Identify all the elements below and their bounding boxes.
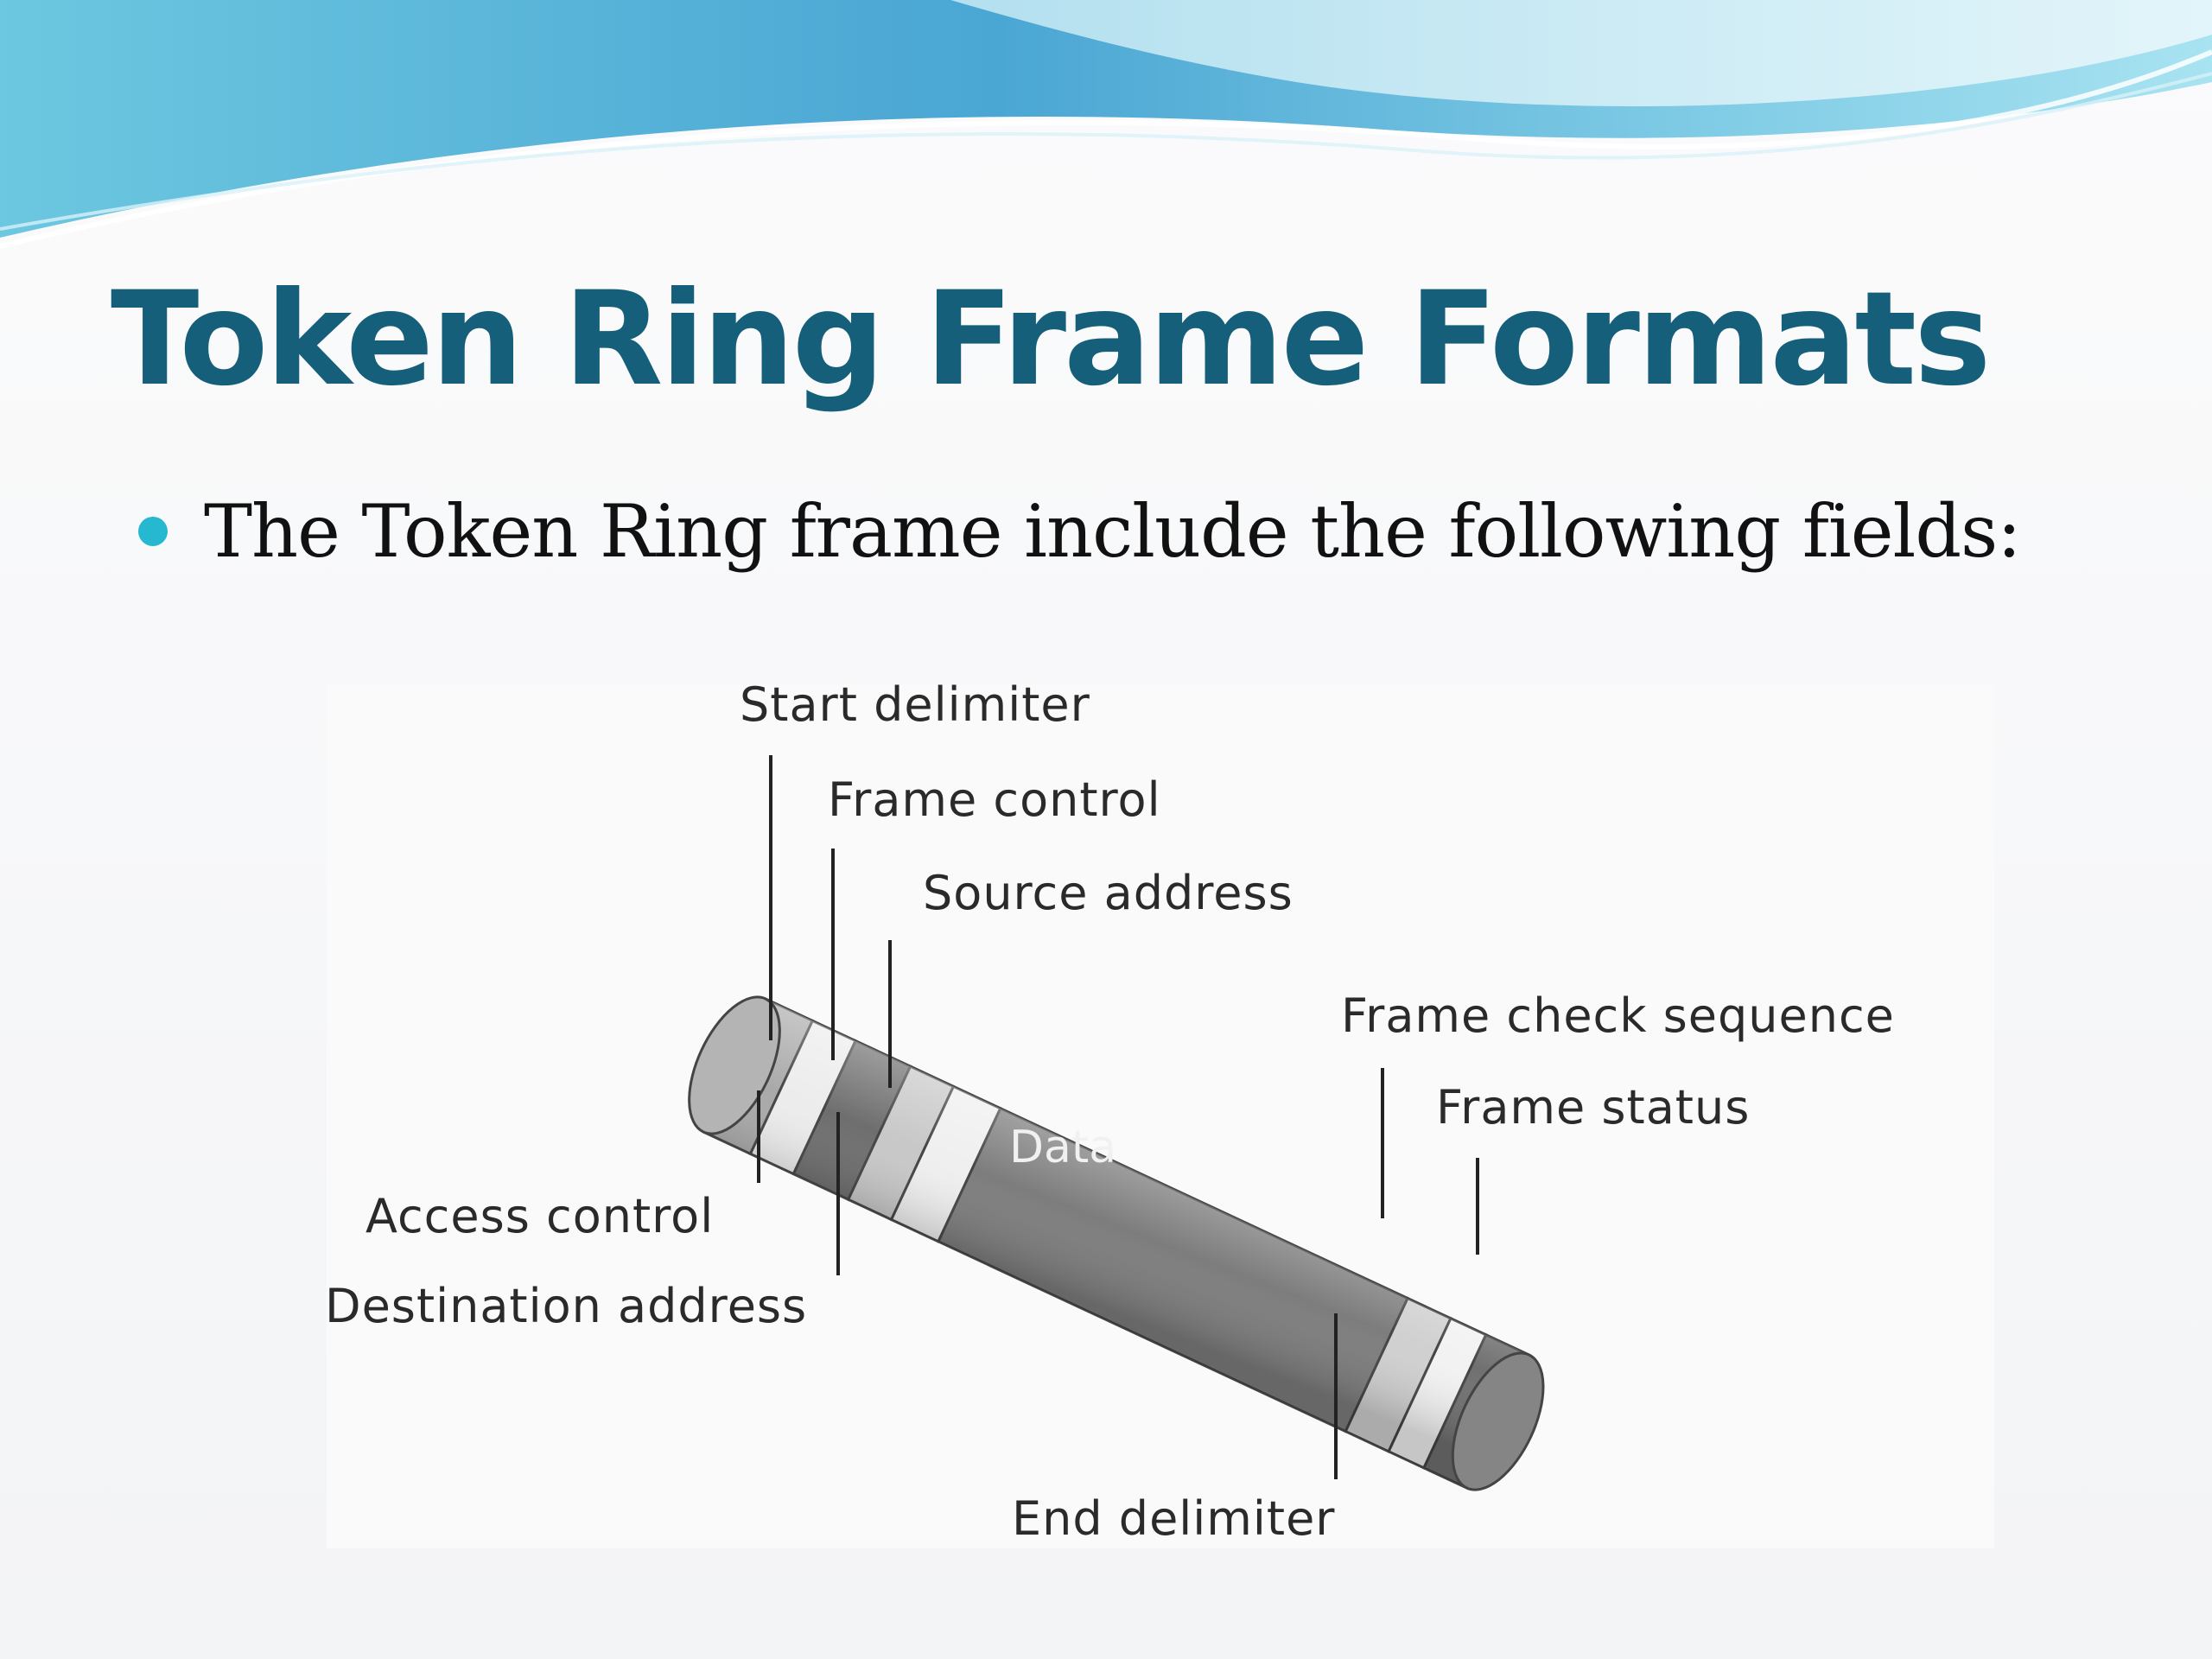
label-source-address: Source address	[923, 866, 1294, 920]
cylinder-left-end	[688, 995, 781, 1135]
label-end-delimiter: End delimiter	[1012, 1491, 1336, 1546]
label-start-delimiter: Start delimiter	[740, 684, 1090, 732]
token-ring-frame-diagram: Start delimiter Frame control Source add…	[327, 684, 1895, 1546]
header-wave-decoration	[0, 0, 2212, 249]
label-destination-address: Destination address	[327, 1279, 807, 1333]
label-data: Data	[1009, 1122, 1116, 1173]
bullet-text: The Token Ring frame include the followi…	[204, 489, 2022, 574]
label-frame-status: Frame status	[1436, 1080, 1750, 1135]
slide-title: Token Ring Frame Formats	[111, 264, 1991, 415]
label-frame-control: Frame control	[828, 772, 1161, 827]
label-frame-check-sequence: Frame check sequence	[1341, 988, 1895, 1043]
label-access-control: Access control	[365, 1189, 714, 1243]
bullet-dot-icon	[138, 517, 168, 546]
diagram-panel: Start delimiter Frame control Source add…	[327, 684, 1994, 1548]
bullet-item: The Token Ring frame include the followi…	[138, 480, 2022, 583]
cylinder-right-end	[1451, 1351, 1545, 1491]
